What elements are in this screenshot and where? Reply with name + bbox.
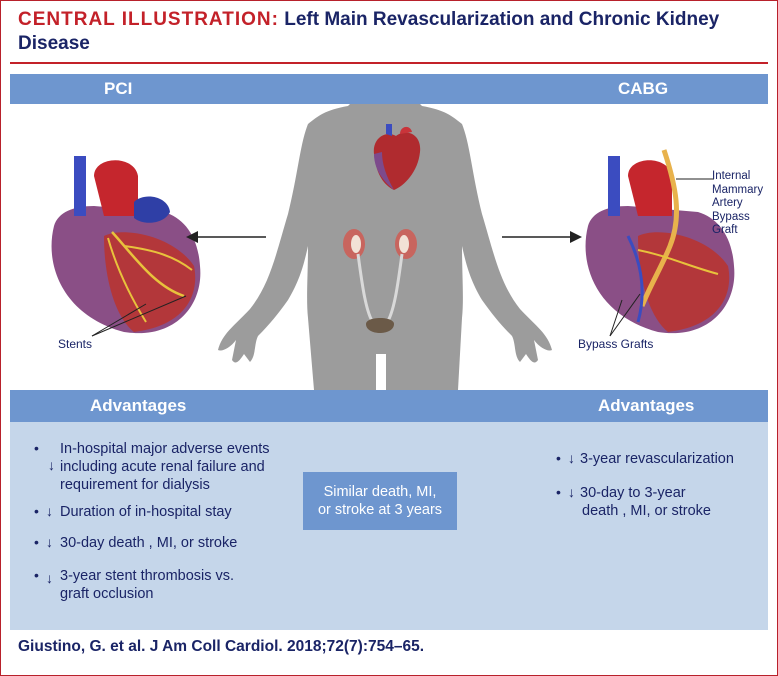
advantages-left-title: Advantages	[90, 396, 187, 415]
cabg-heading: CABG	[618, 79, 669, 98]
bullet-icon: •	[34, 567, 39, 583]
right-advantage-2-line1: 30-day to 3-year	[580, 485, 686, 501]
left-advantage-2: Duration of in-hospital stay	[60, 504, 232, 520]
right-advantage-1: 3-year revascularization	[580, 451, 734, 467]
pci-heading: PCI	[104, 79, 133, 98]
left-advantage-1-line3: requirement for dialysis	[60, 477, 210, 493]
center-heart-icon	[373, 124, 421, 190]
ima-label: Internal Mammary Artery Bypass Graft	[712, 170, 763, 238]
down-arrow-icon: ↓	[568, 450, 575, 466]
kidneys-bladder-icon	[343, 229, 417, 333]
down-arrow-icon: ↓	[568, 484, 575, 500]
bullet-icon: •	[34, 503, 39, 519]
bullet-icon: •	[556, 450, 561, 466]
bypass-grafts-label: Bypass Grafts	[578, 337, 654, 351]
ima-label-line2: Mammary	[712, 183, 764, 196]
center-summary-line2: or stroke at 3 years	[317, 502, 443, 518]
left-advantage-4-line2: graft occlusion	[60, 586, 154, 602]
down-arrow-icon: ↓	[46, 570, 53, 586]
right-advantage-2: 30-day to 3-year death , MI, or stroke	[580, 484, 711, 520]
bullet-icon: •	[34, 534, 39, 550]
citation: Giustino, G. et al. J Am Coll Cardiol. 2…	[18, 638, 425, 655]
right-advantage-2-line2: death , MI, or stroke	[582, 503, 711, 519]
down-arrow-icon: ↓	[48, 457, 55, 473]
stents-label: Stents	[58, 337, 93, 351]
title-text: Left Main Revascularization and Chronic …	[18, 9, 720, 54]
ima-callout-line	[676, 178, 714, 180]
cabg-heart-illustration	[585, 149, 735, 334]
human-silhouette	[218, 104, 552, 390]
ima-label-line1: Internal	[712, 170, 751, 182]
advantages-header-bar: Advantages Advantages	[10, 390, 768, 422]
bullet-icon: •	[34, 440, 39, 456]
title-lead: CENTRAL ILLUSTRATION:	[18, 9, 279, 30]
bypass-callout-lines	[609, 293, 641, 337]
ima-label-line5: Graft	[712, 224, 738, 236]
stents-callout-lines	[91, 295, 187, 337]
pci-heart-illustration	[51, 156, 201, 334]
advantages-right-title: Advantages	[598, 396, 695, 415]
bullet-icon: •	[556, 484, 561, 500]
left-advantage-4: 3-year stent thrombosis vs. graft occlus…	[60, 567, 234, 603]
center-summary-line1: Similar death, MI,	[323, 484, 437, 500]
title-divider	[10, 62, 768, 64]
left-advantage-4-line1: 3-year stent thrombosis vs.	[60, 568, 235, 584]
left-advantage-1-line1: In-hospital major adverse events	[60, 441, 270, 457]
left-advantage-1-line2: including acute renal failure and	[60, 459, 265, 475]
left-advantage-3: 30-day death , MI, or stroke	[60, 535, 238, 551]
arrow-to-pci-icon	[186, 231, 266, 243]
center-summary-box: Similar death, MI, or stroke at 3 years	[303, 472, 457, 530]
down-arrow-icon: ↓	[46, 534, 53, 550]
left-advantage-1: In-hospital major adverse events includi…	[60, 440, 270, 494]
down-arrow-icon: ↓	[46, 503, 53, 519]
section-header-bar: PCI CABG	[10, 74, 768, 104]
ima-label-line3: Artery	[712, 197, 743, 209]
figure-title: CENTRAL ILLUSTRATION: Left Main Revascul…	[18, 8, 768, 56]
ima-label-line4: Bypass	[712, 210, 750, 223]
arrow-to-cabg-icon	[502, 231, 582, 243]
